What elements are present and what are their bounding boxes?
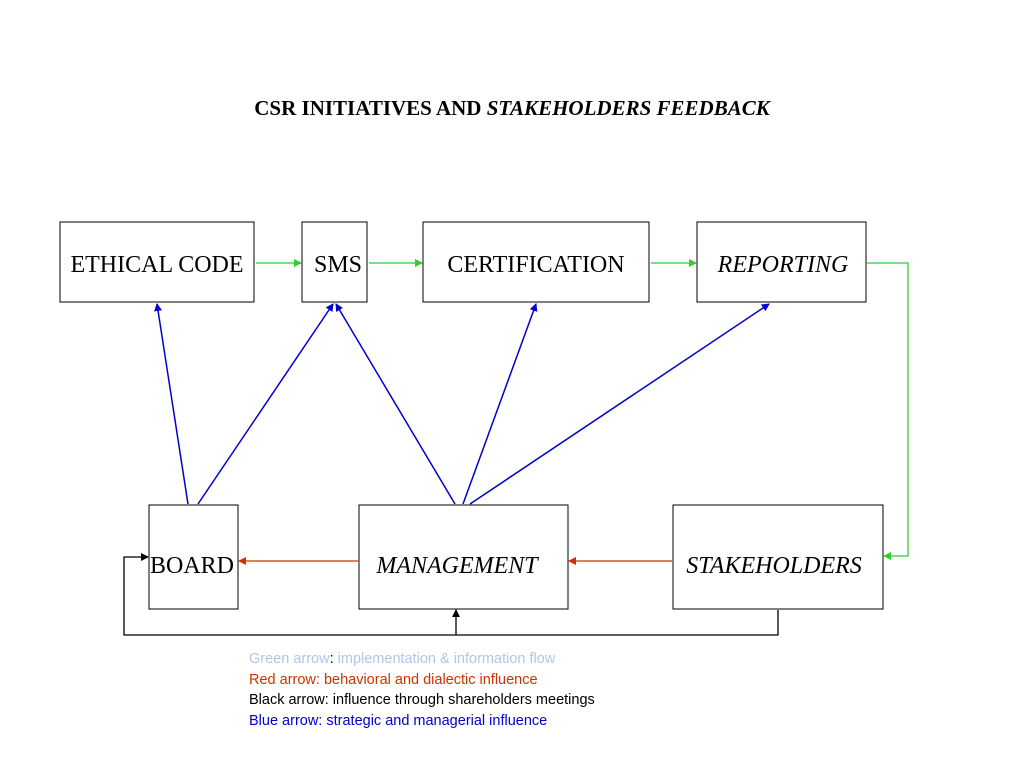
blue-arrow-board-to-ethical-code bbox=[154, 303, 189, 505]
legend-green: Green arrow: implementation & informatio… bbox=[249, 649, 595, 670]
legend-red: Red arrow: behavioral and dialectic infl… bbox=[249, 671, 538, 688]
certification-box bbox=[422, 221, 650, 303]
sms-box bbox=[301, 221, 368, 303]
green-arrow-reporting-to-stakeholders bbox=[867, 262, 909, 560]
blue-arrow-management-to-sms bbox=[335, 303, 456, 505]
stakeholders-box bbox=[672, 504, 884, 610]
ethical-code-label: ETHICAL CODE bbox=[70, 252, 243, 278]
certification-label: CERTIFICATION bbox=[447, 252, 624, 278]
legend-green-name: Green arrow bbox=[249, 651, 330, 667]
legend-black: Black arrow: influence through sharehold… bbox=[249, 692, 595, 708]
ethical-code-box bbox=[59, 221, 255, 303]
legend-green-desc: implementation & information flow bbox=[337, 651, 556, 667]
reporting-box bbox=[696, 221, 867, 303]
title-italic: STAKEHOLDERS FEEDBACK bbox=[486, 96, 770, 120]
black-line-stakeholders-loop bbox=[123, 553, 779, 636]
diagram-title: CSR INITIATIVES AND STAKEHOLDERS FEEDBAC… bbox=[0, 96, 1024, 121]
board-label: BOARD bbox=[150, 553, 234, 579]
blue-arrow-management-to-reporting bbox=[469, 303, 770, 505]
legend-blue: Blue arrow: strategic and managerial inf… bbox=[249, 712, 548, 729]
blue-arrow-board-to-sms bbox=[197, 303, 334, 505]
board-box bbox=[148, 504, 239, 610]
reporting-label: REPORTING bbox=[717, 252, 849, 278]
blue-arrow-management-to-certification bbox=[462, 303, 538, 505]
legend: Green arrow: implementation & informatio… bbox=[249, 649, 595, 731]
stakeholders-label: STAKEHOLDERS bbox=[686, 553, 862, 579]
management-box bbox=[358, 504, 569, 610]
management-label: MANAGEMENT bbox=[375, 553, 539, 579]
title-normal: CSR INITIATIVES AND bbox=[254, 96, 487, 120]
sms-label: SMS bbox=[314, 252, 362, 278]
legend-green-sep: : bbox=[329, 651, 338, 667]
